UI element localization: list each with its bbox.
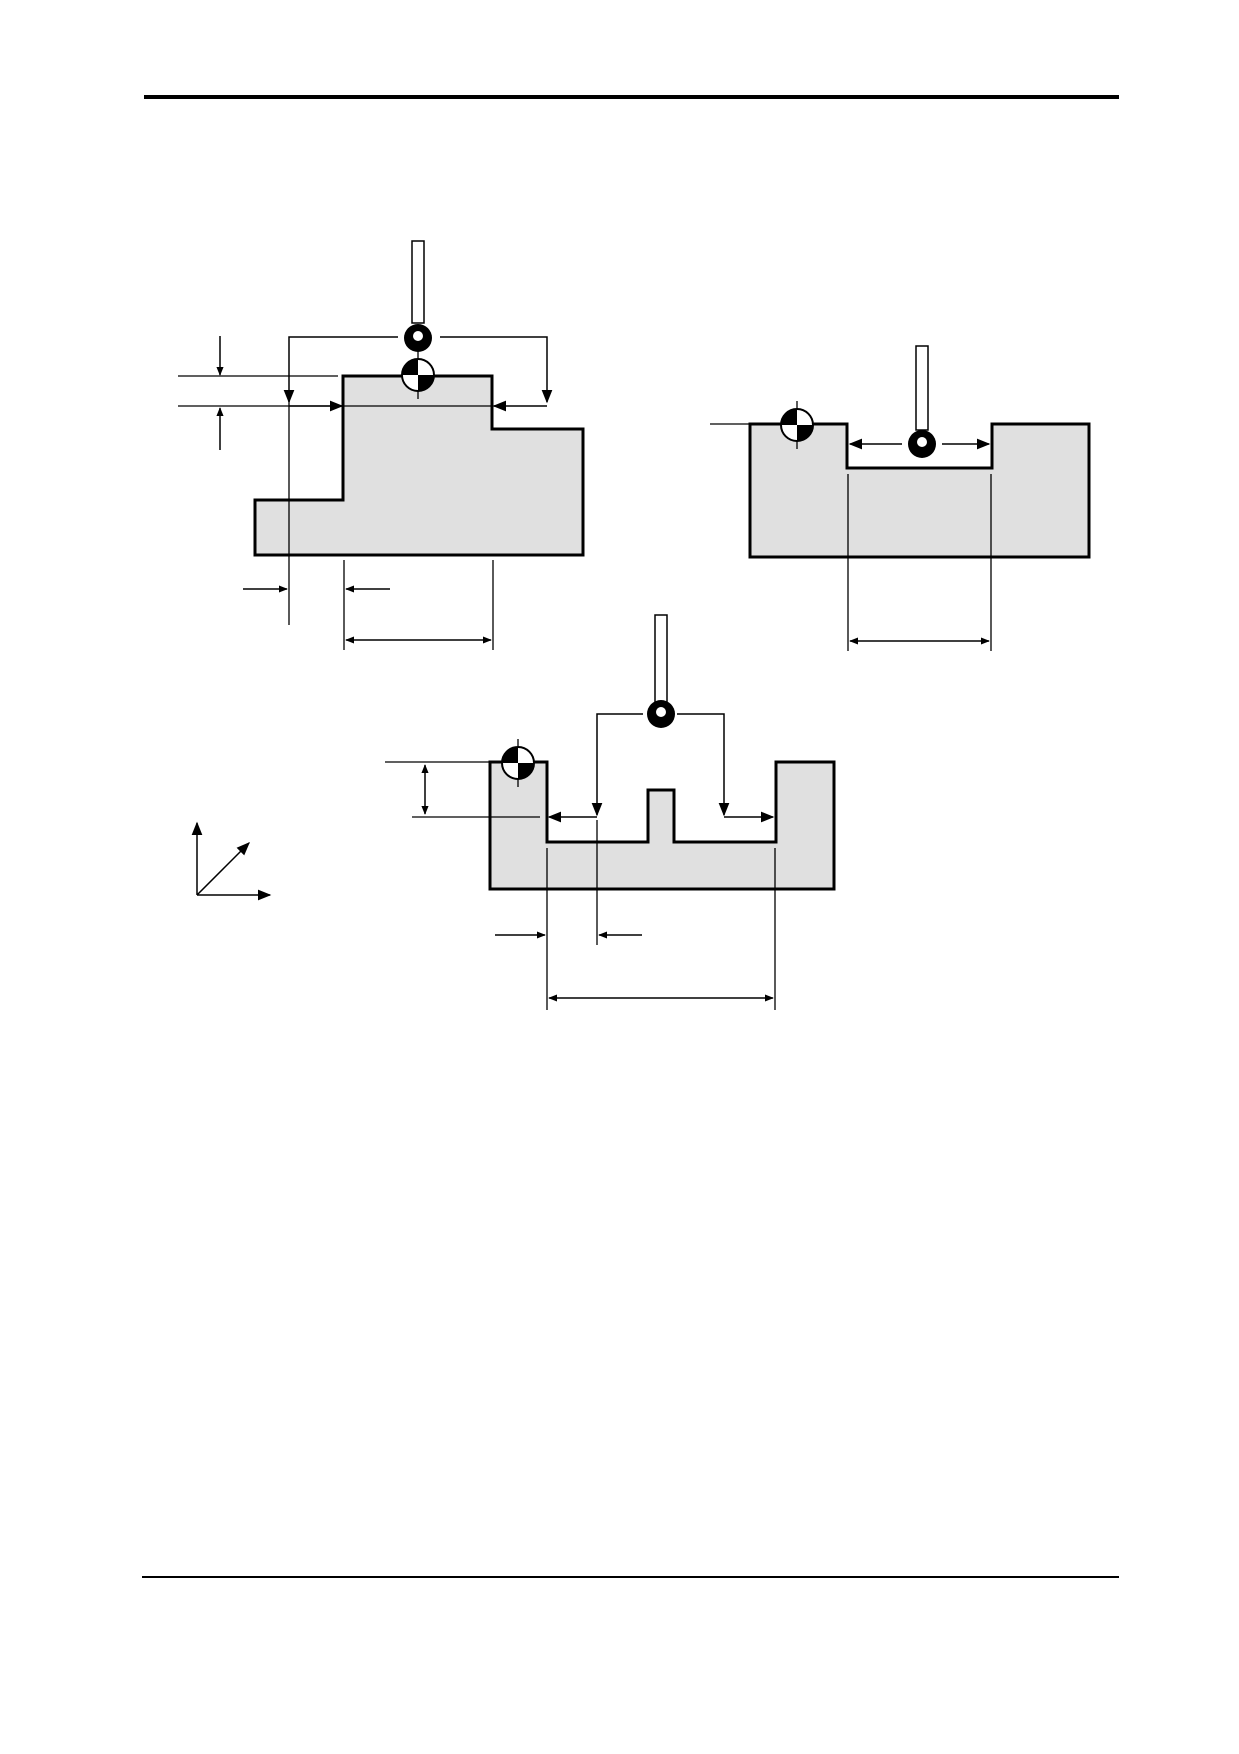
datum-origin-icon — [780, 401, 814, 449]
datum-origin-icon — [401, 351, 435, 399]
figure-boss — [178, 240, 585, 650]
figure-slot-with-rib — [385, 614, 836, 1010]
figure-pocket — [710, 345, 1091, 651]
probe-stylus-icon — [908, 345, 936, 458]
probe-stylus-icon — [647, 614, 675, 728]
boss-part — [253, 374, 585, 557]
coordinate-axes-icon — [191, 821, 272, 901]
pocket-part — [748, 422, 1091, 559]
slot-part — [488, 760, 836, 891]
datum-origin-icon — [501, 739, 535, 787]
probe-stylus-icon — [404, 240, 432, 352]
